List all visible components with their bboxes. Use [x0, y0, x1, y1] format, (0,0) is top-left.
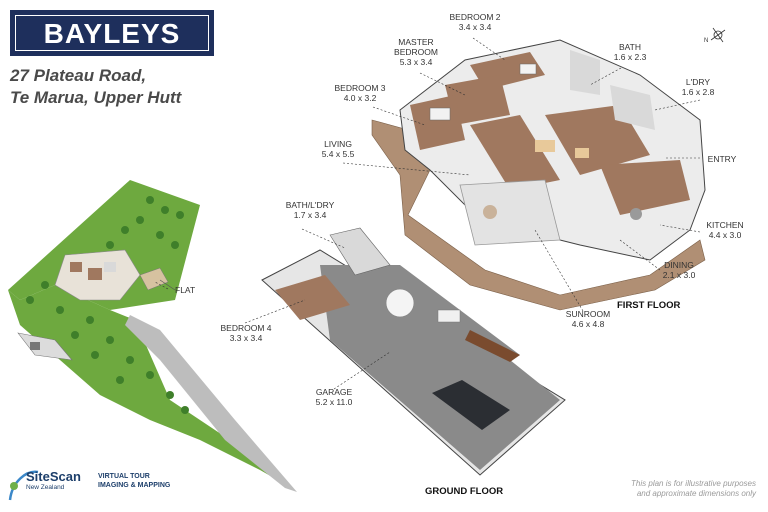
address-line-2: Te Marua, Upper Hutt	[10, 88, 182, 107]
entry-name: ENTRY	[707, 154, 737, 164]
ground-floor-plan	[261, 227, 566, 476]
first-floor-title: FIRST FLOOR	[617, 300, 681, 311]
compass-label: N	[704, 38, 709, 44]
label-garage: GARAGE 5.2 x 11.0	[305, 387, 363, 407]
label-bedroom-4: BEDROOM 4 3.3 x 3.4	[215, 323, 277, 343]
ground-floor-title: GROUND FLOOR	[425, 486, 504, 497]
kitchen-dims: 4.4 x 3.0	[708, 230, 742, 240]
disclaimer-line-2: and approximate dimensions only	[636, 489, 756, 498]
label-entry: ENTRY	[702, 154, 742, 164]
dining-dims: 2.1 x 3.0	[662, 270, 696, 280]
master-name-2: BEDROOM	[394, 47, 438, 57]
bath-laundry-dims: 1.7 x 3.4	[293, 210, 327, 220]
logo-text: BAYLEYS	[15, 15, 209, 51]
bayleys-logo: BAYLEYS	[10, 10, 214, 56]
site-map	[8, 180, 297, 492]
label-bedroom-3: BEDROOM 3 4.0 x 3.2	[325, 83, 395, 103]
bedroom-4-dims: 3.3 x 3.4	[229, 333, 263, 343]
kitchen-name: KITCHEN	[706, 220, 744, 230]
garage-name: GARAGE	[315, 387, 353, 397]
label-sunroom: SUNROOM 4.6 x 4.8	[558, 309, 618, 329]
label-dining: DINING 2.1 x 3.0	[654, 260, 704, 280]
bedroom-2-name: BEDROOM 2	[449, 12, 501, 22]
label-bedroom-2: BEDROOM 2 3.4 x 3.4	[440, 12, 510, 32]
sitescan-logo-icon	[8, 470, 39, 501]
sitescan-region: New Zealand	[26, 484, 65, 491]
living-dims: 5.4 x 5.5	[321, 149, 355, 159]
dining-name: DINING	[664, 260, 694, 270]
sitescan-tagline-1: VIRTUAL TOUR	[98, 473, 150, 480]
disclaimer: This plan is for illustrative purposes a…	[631, 479, 756, 499]
first-floor-plan	[371, 39, 706, 311]
compass-icon	[710, 27, 726, 43]
bath-dims: 1.6 x 2.3	[613, 52, 647, 62]
disclaimer-line-1: This plan is for illustrative purposes	[631, 479, 756, 488]
label-flat: FLAT	[175, 285, 196, 295]
label-master-bedroom: MASTER BEDROOM 5.3 x 3.4	[385, 37, 447, 67]
laundry-dims: 1.6 x 2.8	[681, 87, 715, 97]
bath-name: BATH	[618, 42, 642, 52]
bedroom-4-name: BEDROOM 4	[220, 323, 272, 333]
bedroom-2-dims: 3.4 x 3.4	[458, 22, 492, 32]
sitescan-tagline-2: IMAGING & MAPPING	[98, 482, 171, 489]
sunroom-dims: 4.6 x 4.8	[571, 319, 605, 329]
sitescan-name: SiteScan	[26, 469, 81, 484]
label-kitchen: KITCHEN 4.4 x 3.0	[700, 220, 750, 240]
sitescan-tagline: VIRTUAL TOUR IMAGING & MAPPING	[98, 472, 170, 490]
living-name: LIVING	[324, 139, 352, 149]
address-line-1: 27 Plateau Road,	[10, 66, 147, 85]
garage-dims: 5.2 x 11.0	[315, 397, 353, 407]
bath-laundry-name: BATH/L'DRY	[285, 200, 335, 210]
bedroom-3-dims: 4.0 x 3.2	[343, 93, 377, 103]
master-dims: 5.3 x 3.4	[399, 57, 433, 67]
sitescan-branding: SiteScan New Zealand VIRTUAL TOUR IMAGIN…	[8, 469, 178, 503]
label-bath-laundry: BATH/L'DRY 1.7 x 3.4	[280, 200, 340, 220]
label-living: LIVING 5.4 x 5.5	[308, 139, 368, 159]
sunroom-name: SUNROOM	[565, 309, 611, 319]
label-laundry: L'DRY 1.6 x 2.8	[673, 77, 723, 97]
master-name-1: MASTER	[398, 37, 434, 47]
label-bath: BATH 1.6 x 2.3	[605, 42, 655, 62]
laundry-name: L'DRY	[685, 77, 711, 87]
label-leaders	[154, 37, 701, 390]
bedroom-3-name: BEDROOM 3	[334, 83, 386, 93]
